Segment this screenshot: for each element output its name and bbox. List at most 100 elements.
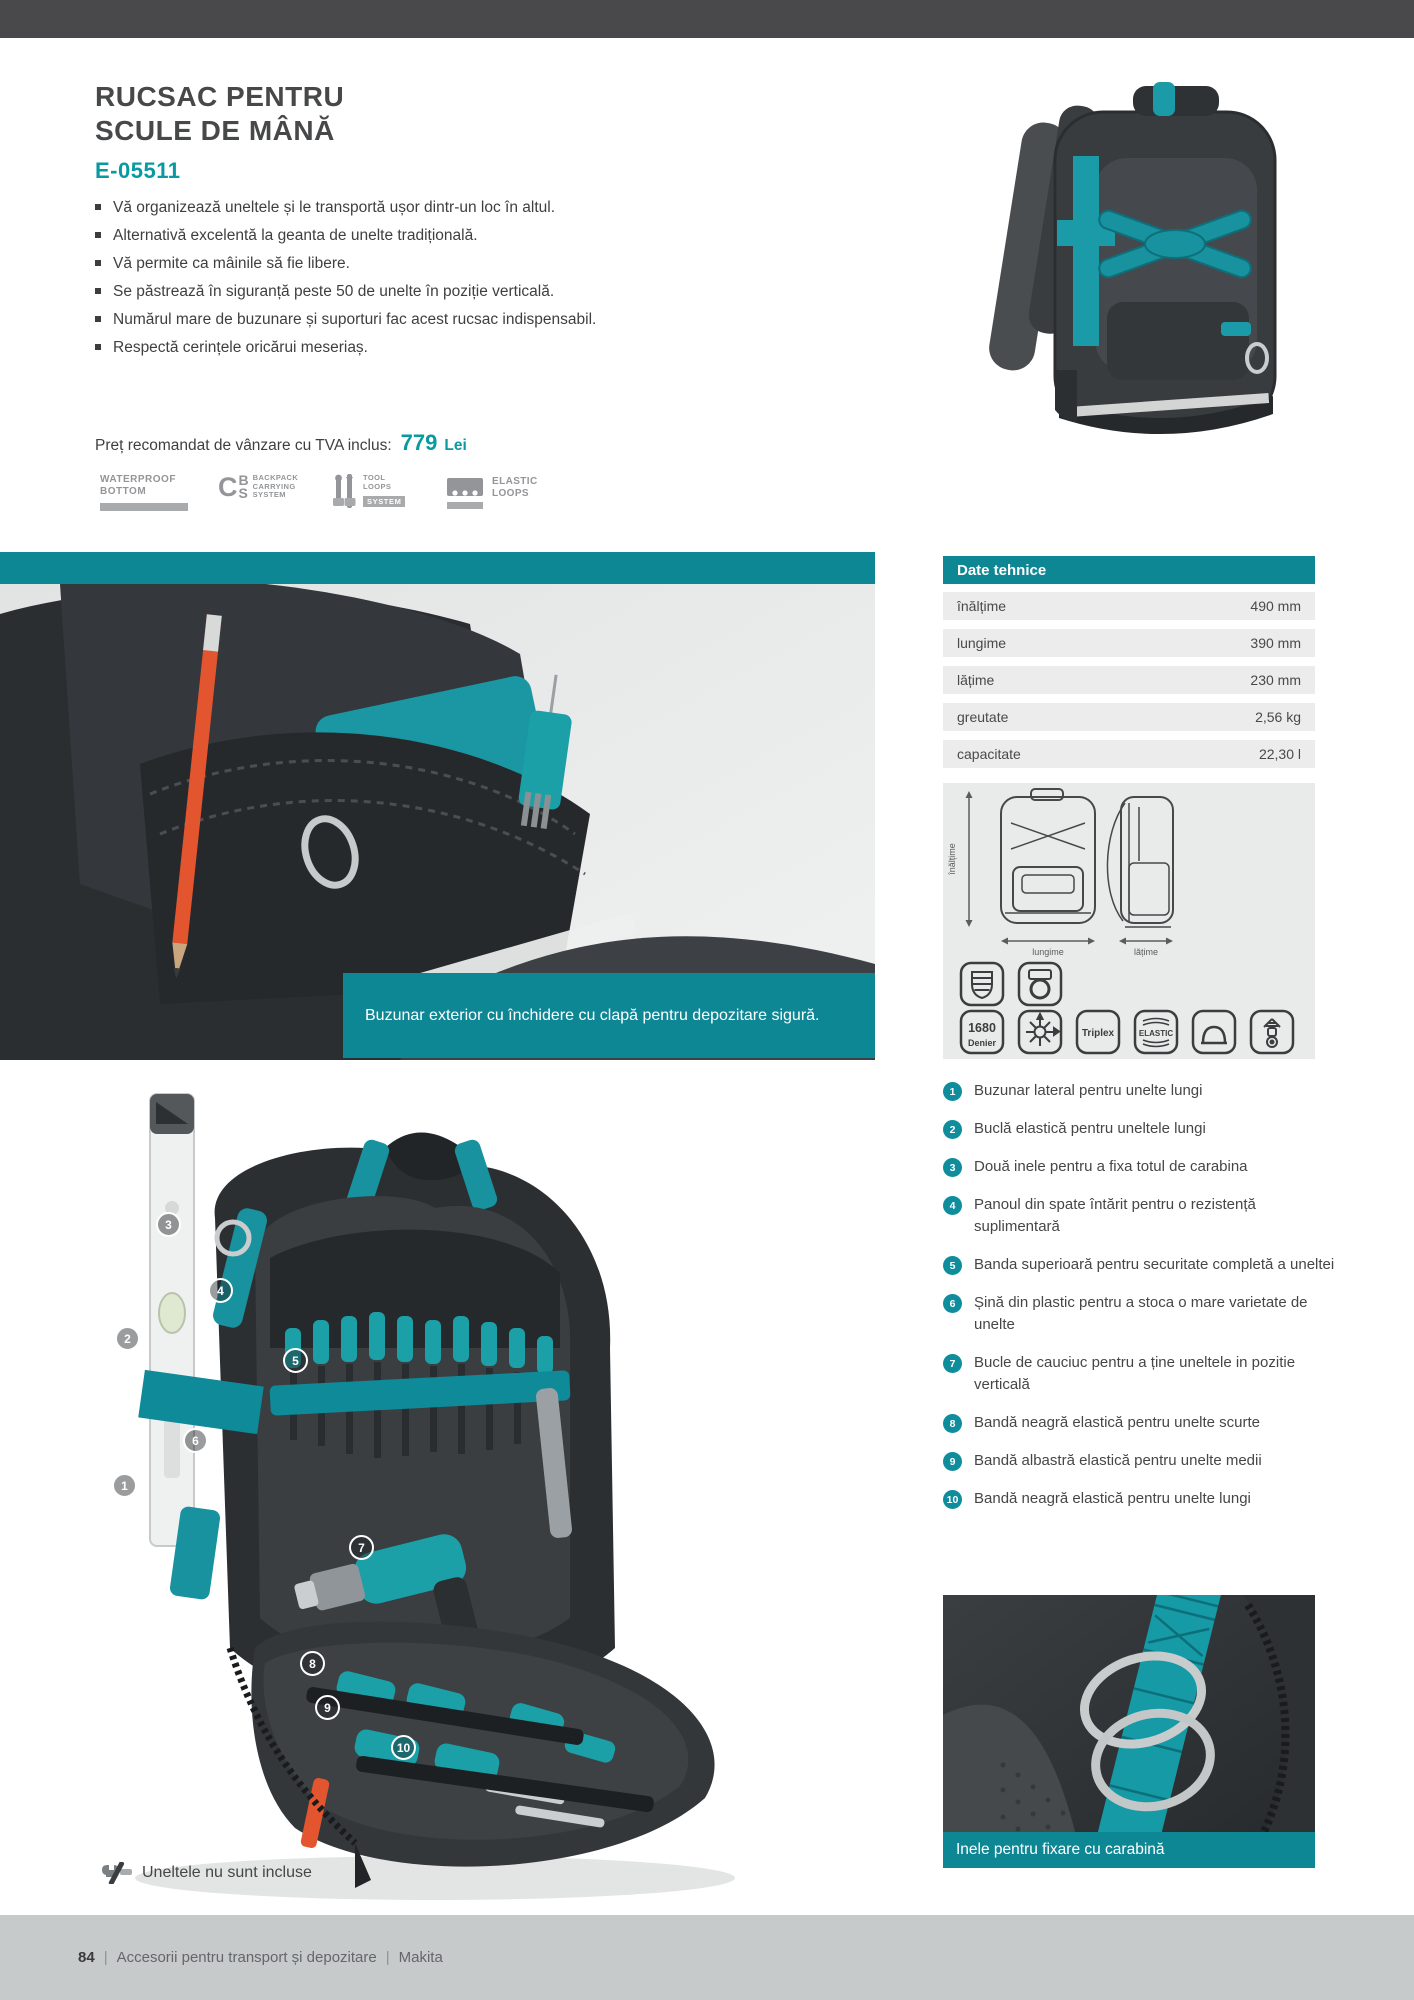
feature-item: 7 Bucle de cauciuc pentru a ține uneltele… [943,1352,1343,1396]
feature-number-badge: 3 [943,1158,962,1177]
d-rings-illustration [943,1562,1315,1898]
feature-number-badge: 4 [943,1196,962,1215]
photo-marker: 7 [349,1535,374,1560]
title-line-1: RUCSAC PENTRU [95,81,345,112]
width-dim-label: lățime [1134,947,1158,957]
photo-marker: 6 [183,1428,208,1453]
bullet-item: Alternativă excelentă la geanta de unelt… [95,224,675,247]
badge-text: BOTTOM [100,486,147,497]
badge-elastic-loops: ELASTIC LOOPS [445,474,538,514]
product-photo [985,70,1305,470]
price-currency: Lei [444,437,467,454]
badge-text: TOOL [363,473,386,482]
feature-text: Bucle de cauciuc pentru a ține uneltele … [974,1354,1296,1393]
badge-backpack-carrying-system: C B S BACKPACK CARRYING SYSTEM [218,472,299,502]
feature-number-badge: 6 [943,1294,962,1313]
caption-text: Buzunar exterior cu închidere cu clapă p… [365,1006,820,1024]
open-backpack-photo: 1 2 3 4 5 6 7 8 9 10 [55,1088,755,1908]
bullet-item: Vă permite ca mâinile să fie libere. [95,252,675,275]
feature-text: Bandă neagră elastică pentru unelte lung… [974,1490,1251,1507]
badge-text: BACKPACK [252,473,299,482]
bullet-text: Vă permite ca mâinile să fie libere. [113,255,350,272]
bullet-text: Vă organizează uneltele și le transportă… [113,199,555,216]
feature-number-badge: 2 [943,1120,962,1139]
spec-value: 2,56 kg [1255,709,1301,725]
bullet-square-icon [95,260,101,266]
photo-marker: 9 [315,1695,340,1720]
bullet-item: Vă organizează uneltele și le transportă… [95,196,675,219]
photo-marker: 8 [300,1651,325,1676]
badge-text: LOOPS [363,481,392,491]
feature-number-badge: 10 [943,1490,962,1509]
bullet-item: Se păstrează în siguranță peste 50 de un… [95,280,675,303]
footer-brand: Makita [398,1949,443,1966]
spec-row: înălțime 490 mm [943,592,1315,620]
feature-number-badge: 1 [943,1082,962,1101]
detail-photo: Inele pentru fixare cu carabină [943,1562,1315,1898]
denier-unit-text: Denier [968,1038,997,1048]
open-backpack-illustration [135,1093,735,1900]
footer-text: 84 | Accesorii pentru transport și depoz… [0,1949,443,1966]
feature-text: Bandă neagră elastică pentru unelte scur… [974,1414,1261,1431]
price-line: Preț recomandat de vânzare cu TVA inclus… [95,430,467,456]
d-ring-icon [1017,961,1063,1007]
spec-row: lățime 230 mm [943,666,1315,694]
photo-marker: 4 [208,1278,233,1303]
zipper-icon [1249,1009,1295,1055]
badge-text: CARRYING [252,481,296,491]
footer-section: Accesorii pentru transport și depozitare [116,1949,377,1966]
pocket-shield-icon [959,961,1005,1007]
spec-value: 230 mm [1250,672,1301,688]
triplex-icon [1075,1009,1121,1055]
bullet-text: Se păstrează în siguranță peste 50 de un… [113,283,555,300]
product-code: E-05511 [95,158,181,183]
note-text: Uneltele nu sunt incluse [142,1864,312,1881]
badge-letter: B [238,472,249,488]
height-dim-label: înălțime [947,843,957,876]
photo-marker: 1 [112,1473,137,1498]
denier-value-text: 1680 [968,1021,996,1035]
feature-text: Bandă albastră elastică pentru unelte me… [974,1452,1262,1469]
badge-letter: C [218,472,238,502]
triplex-text: Triplex [1082,1028,1115,1039]
length-dim-label: lungime [1032,947,1064,957]
title-line-2: SCULE DE MÂNĂ [95,115,335,146]
footer-separator: | [103,1949,108,1966]
feature-number-badge: 8 [943,1414,962,1433]
feature-text: Banda superioară pentru securitate compl… [974,1256,1335,1273]
handle-icon [1191,1009,1237,1055]
feature-item: 8 Bandă neagră elastică pentru unelte scu… [943,1412,1343,1434]
bullet-square-icon [95,316,101,322]
feature-number-badge: 7 [943,1354,962,1373]
photo-marker: 3 [156,1212,181,1237]
denier-1680-icon [959,1009,1005,1055]
tools-not-included-note: Uneltele nu sunt incluse [100,1862,312,1884]
spec-label: capacitate [957,746,1021,762]
badge-letter: S [238,485,248,501]
elastic-text: ELASTIC [1139,1029,1173,1038]
bullet-text: Alternativă excelentă la geanta de unelt… [113,227,478,244]
uv-burst-icon [1017,1009,1063,1055]
feature-bullet-list: Vă organizează uneltele și le transportă… [95,196,675,364]
bullet-text: Numărul mare de buzunare și suporturi fa… [113,311,597,328]
feature-item: 5 Banda superioară pentru securitate comp… [943,1254,1343,1276]
tool-loops-icon [333,474,356,508]
spec-label: lungime [957,635,1007,651]
feature-text: Buzunar lateral pentru unelte lungi [974,1082,1203,1099]
feature-item: 1 Buzunar lateral pentru unelte lungi [943,1080,1343,1102]
photo-marker: 5 [283,1348,308,1373]
waterproof-bar-icon [100,503,188,511]
caption-text: Inele pentru fixare cu carabină [956,1841,1165,1858]
bullet-text: Respectă cerințele oricărui meseriaș. [113,339,368,356]
spec-value: 390 mm [1250,635,1301,651]
spec-row: lungime 390 mm [943,629,1315,657]
badge-text: SYSTEM [252,490,286,499]
page-title: RUCSAC PENTRU SCULE DE MÂNĂ [95,80,344,148]
price-value: 779 [400,430,438,455]
spec-value: 22,30 l [1258,746,1301,762]
no-tools-icon [102,1862,132,1884]
feature-number-badge: 5 [943,1256,962,1275]
